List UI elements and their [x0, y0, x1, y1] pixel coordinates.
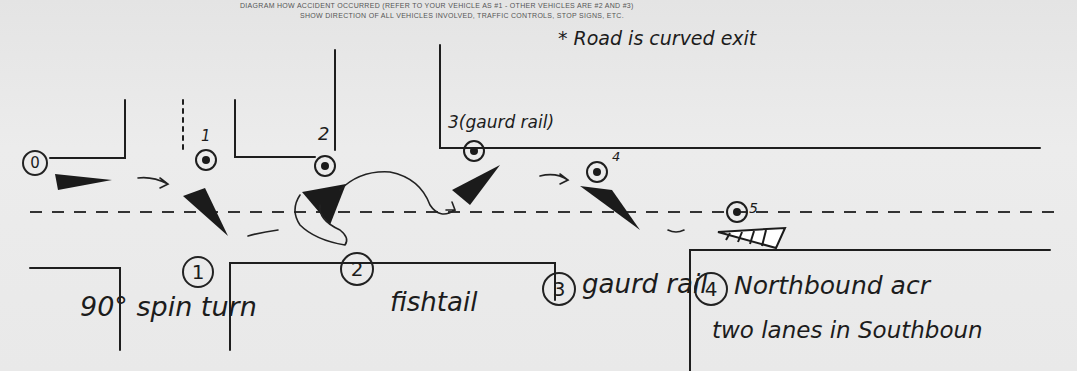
callout-number: 0 — [30, 156, 40, 171]
handwritten-note: 3(gaurd rail) — [448, 113, 554, 132]
handwritten-note: 5 — [749, 201, 758, 216]
road-edge — [50, 100, 125, 158]
road-edge — [690, 250, 1050, 371]
callout-number: 3 — [553, 279, 566, 299]
position-marker — [464, 141, 484, 161]
handwritten-note: gaurd rail — [582, 270, 707, 299]
position-marker — [315, 156, 335, 176]
handwritten-note: Northbound acr — [734, 272, 930, 300]
circled-number: 1 — [182, 256, 214, 288]
road-edge — [230, 263, 555, 350]
handwritten-note: 2 — [318, 124, 329, 144]
circled-number: 3 — [542, 272, 576, 306]
handwritten-note: 4 — [612, 150, 620, 164]
road-edge — [235, 100, 315, 157]
circled-number: 2 — [340, 252, 374, 286]
motion-arrow — [295, 195, 347, 245]
motion-arrow — [668, 230, 684, 232]
handwritten-note: 1 — [201, 128, 211, 145]
form-instruction: SHOW DIRECTION OF ALL VEHICLES INVOLVED,… — [300, 12, 624, 20]
position-marker — [196, 150, 216, 170]
handwritten-note: two lanes in Southboun — [712, 318, 983, 343]
form-instruction: DIAGRAM HOW ACCIDENT OCCURRED (REFER TO … — [240, 2, 634, 10]
position-marker — [727, 202, 747, 222]
motion-arrow — [340, 172, 455, 214]
road-edge — [334, 50, 336, 150]
vehicle-triangle — [55, 174, 112, 190]
lane-divider — [30, 211, 1060, 213]
position-marker — [587, 162, 607, 182]
road-edge — [440, 45, 1040, 148]
motion-arrow — [540, 174, 568, 184]
motion-arrow — [248, 230, 278, 236]
vehicle-triangle — [183, 188, 228, 236]
handwritten-note: 90° spin turn — [80, 292, 257, 322]
handwritten-note: * Road is curved exit — [558, 28, 756, 49]
vehicle-triangle — [718, 228, 785, 248]
vehicle-triangle — [452, 165, 500, 205]
callout-number: 1 — [192, 262, 205, 282]
handwritten-note: fishtail — [390, 288, 477, 317]
circled-number: 0 — [22, 150, 48, 176]
vehicle-triangle — [580, 186, 640, 230]
road-edge — [182, 100, 184, 150]
callout-number: 2 — [351, 259, 364, 279]
motion-arrow — [138, 178, 168, 188]
